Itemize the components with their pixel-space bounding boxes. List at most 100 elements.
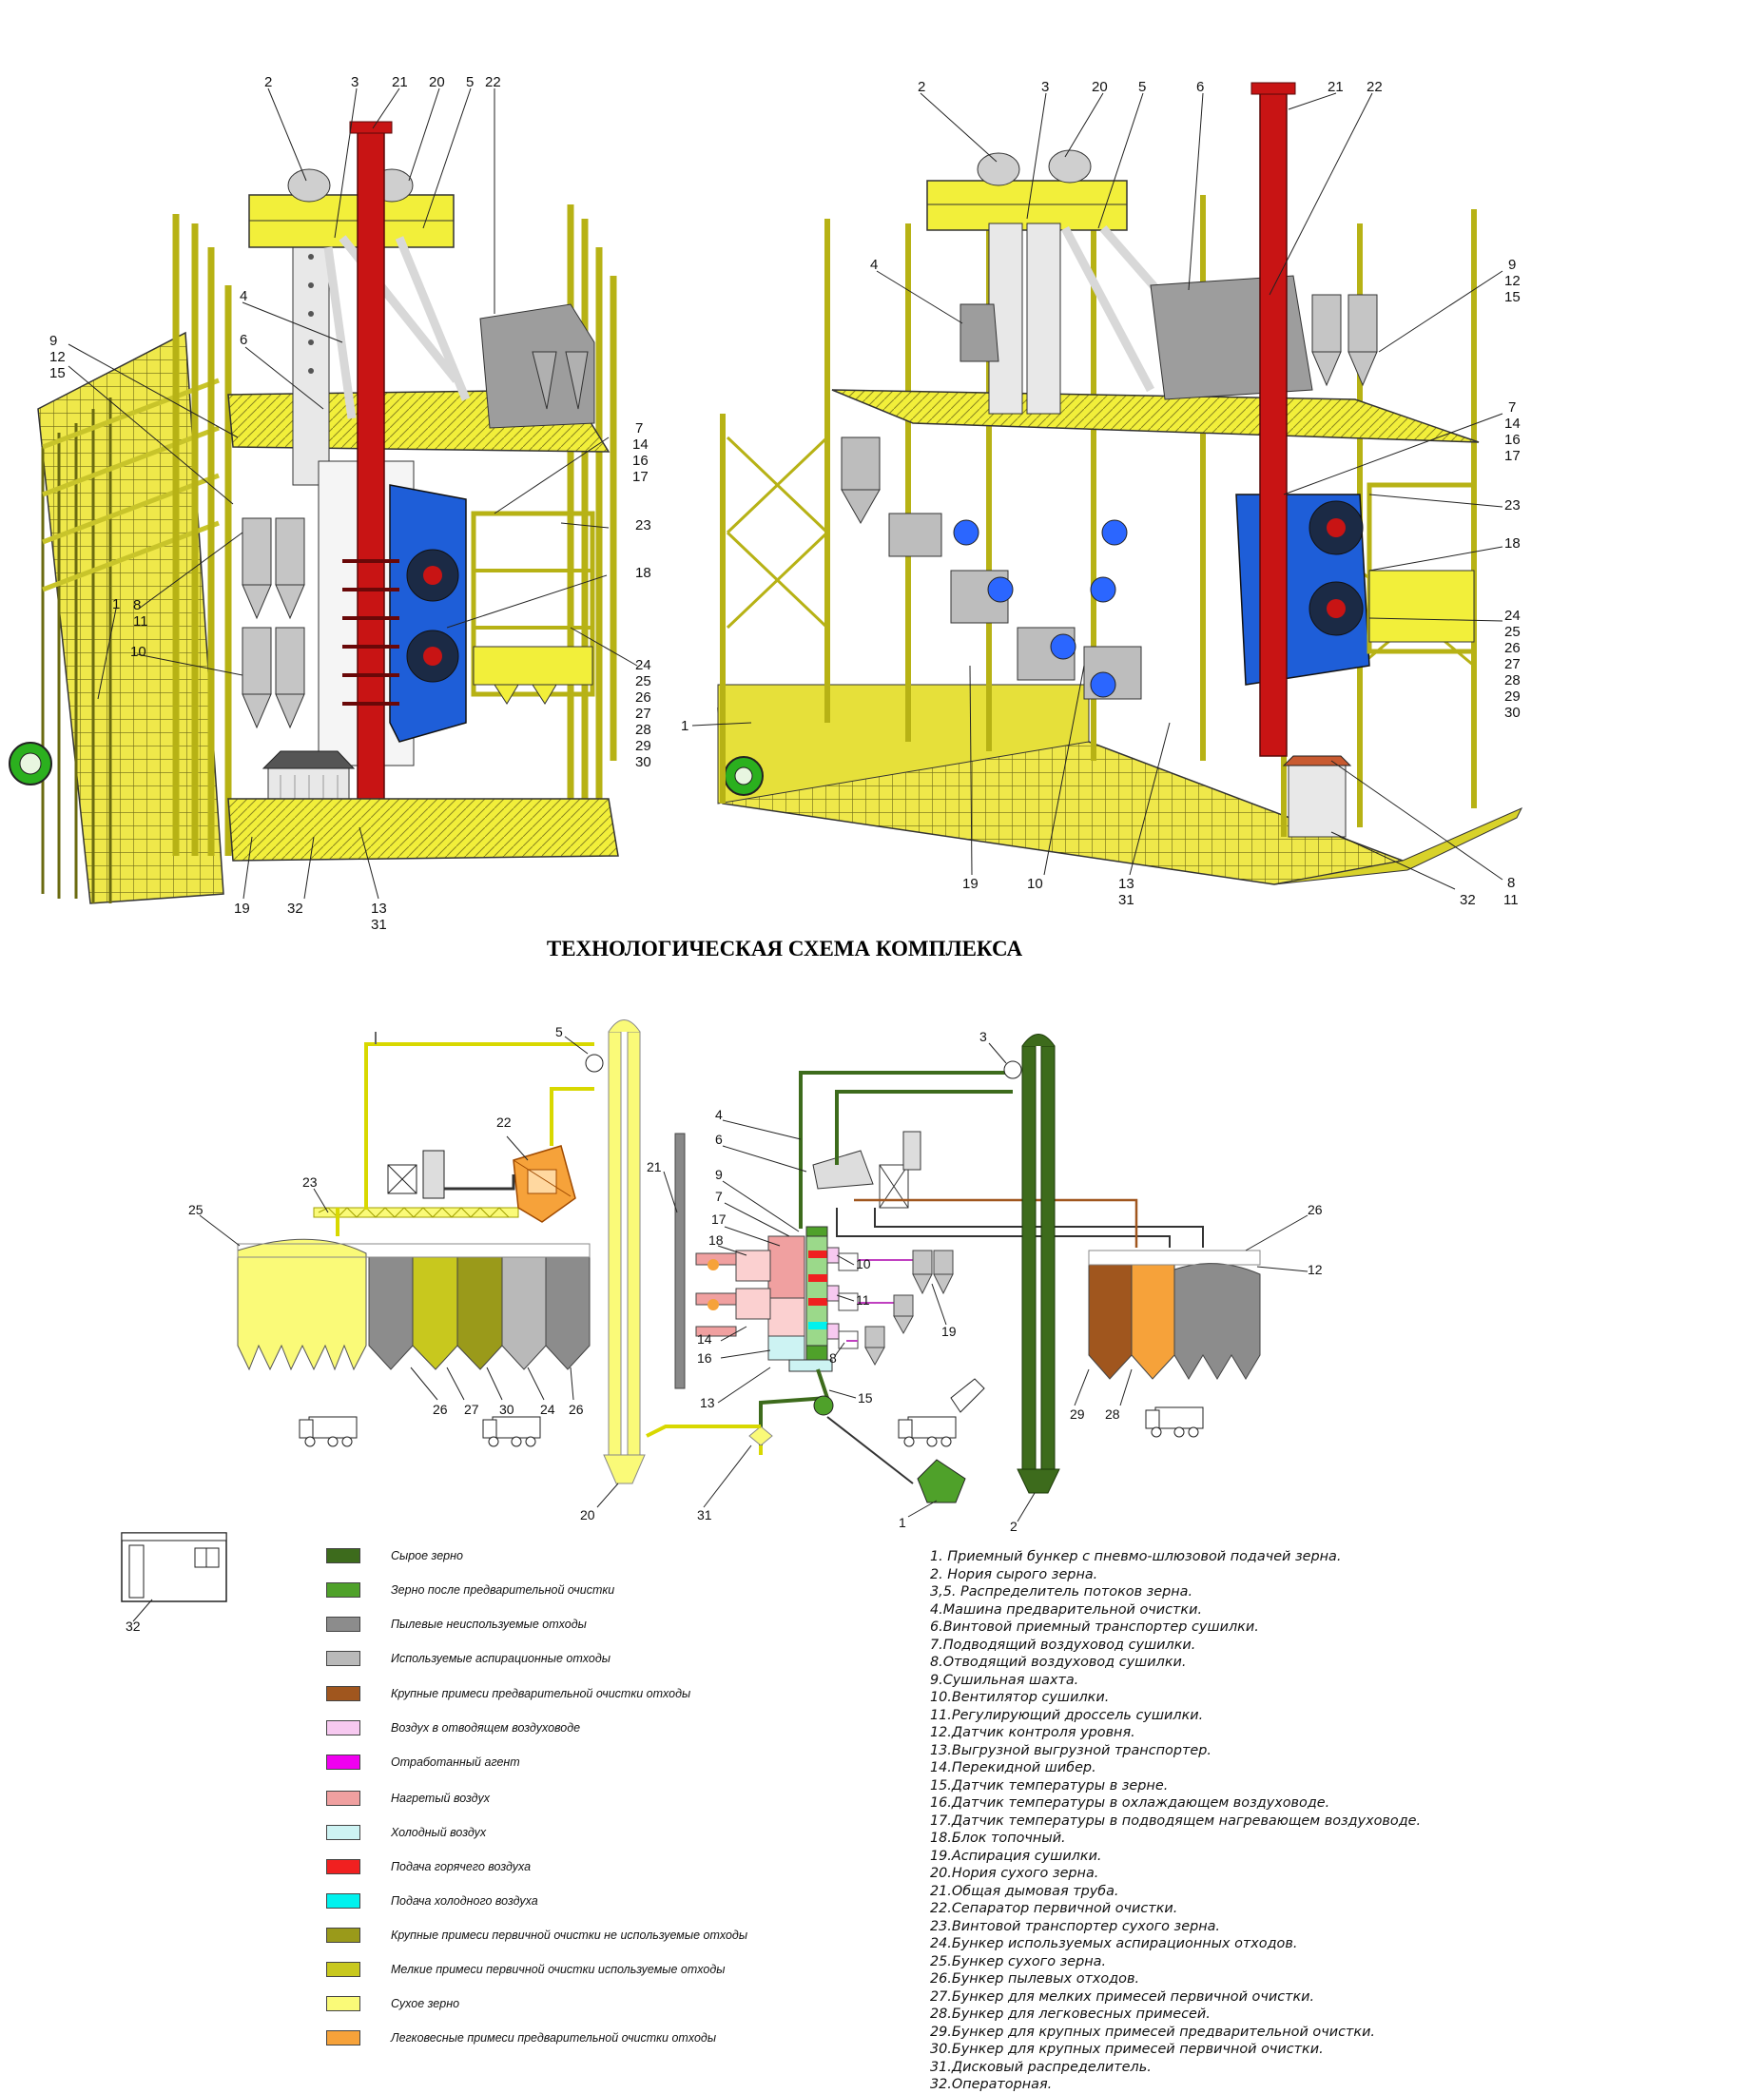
spec-item: 13.Выгрузной выгрузной транспортер.: [930, 1742, 1212, 1758]
legend-swatch: [326, 1720, 360, 1735]
rv-label-2: 2: [918, 79, 925, 95]
precleaner-4: [812, 1131, 921, 1209]
rv-label-28: 28: [1504, 672, 1521, 688]
legend-swatch: [326, 1928, 360, 1943]
rv-label-4: 4: [870, 257, 878, 273]
rv-label-14: 14: [1504, 416, 1521, 432]
legend-swatch: [326, 1582, 360, 1598]
bunker-24: [501, 1256, 547, 1370]
lv-label-14: 14: [632, 436, 649, 453]
sc-label-7: 7: [715, 1189, 723, 1204]
sc-label-32: 32: [126, 1619, 141, 1634]
distributor-3: [1003, 1060, 1022, 1079]
legend-item: Используемые аспирационные отходы: [326, 1646, 611, 1671]
lv-label-30: 30: [635, 754, 651, 770]
dryer-block: [695, 1226, 833, 1372]
sc-label-29: 29: [1070, 1406, 1085, 1422]
scheme: 5 3 4 6 9 7 17 18 10 11 19 14 16 8 13 15…: [121, 1019, 1323, 1634]
right-top-platform: [926, 180, 1128, 231]
lv-label-9: 9: [49, 333, 57, 349]
legend-label: Используемые аспирационные отходы: [391, 1652, 611, 1665]
lv-label-26: 26: [635, 689, 651, 706]
truck-4: [1145, 1406, 1204, 1438]
legend-item: Крупные примеси предварительной очистки …: [326, 1681, 690, 1706]
legend-swatch: [326, 1755, 360, 1770]
lv-label-19: 19: [234, 901, 250, 917]
sc-label-14: 14: [697, 1331, 712, 1347]
rv-label-23: 23: [1504, 497, 1521, 514]
legend-swatch: [326, 1791, 360, 1806]
separator-22: [513, 1145, 576, 1223]
right-top-deck: [831, 389, 1480, 443]
rv-label-32: 32: [1460, 892, 1476, 908]
spec-item: 8.Отводящий воздуховод сушилки.: [930, 1655, 1187, 1670]
lv-label-32: 32: [287, 901, 303, 917]
rv-label-12: 12: [1504, 273, 1521, 289]
sc-label-9: 9: [715, 1167, 723, 1182]
legend-label: Воздух в отводящем воздуховоде: [391, 1721, 581, 1735]
lv-label-25: 25: [635, 673, 651, 689]
rv-label-5: 5: [1138, 79, 1146, 95]
spec-list: 1. Приемный бункер с пневмо-шлюзовой под…: [930, 1548, 1421, 2094]
rv-label-3: 3: [1041, 79, 1049, 95]
spec-item: 29.Бункер для крупных примесей предварит…: [930, 2024, 1375, 2040]
spec-item: 6.Винтовой приемный транспортер сушилки.: [930, 1619, 1259, 1635]
sc-label-10: 10: [856, 1256, 871, 1271]
legend-swatch: [326, 1859, 360, 1874]
legend-swatch: [326, 1893, 360, 1909]
right-separator: [1150, 275, 1313, 400]
rv-label-20: 20: [1092, 79, 1108, 95]
sc-label-24: 24: [540, 1402, 555, 1417]
spec-item: 21.Общая дымовая труба.: [930, 1883, 1119, 1899]
rv-label-1: 1: [681, 718, 688, 734]
rv-label-22: 22: [1367, 79, 1383, 95]
sc-label-28: 28: [1105, 1406, 1120, 1422]
spec-item: 19.Аспирация сушилки.: [930, 1848, 1102, 1864]
bunker-30: [456, 1256, 503, 1370]
rv-label-24: 24: [1504, 608, 1521, 624]
rv-label-9: 9: [1508, 257, 1516, 273]
spec-item: 24.Бункер используемых аспирационных отх…: [930, 1936, 1298, 1951]
operator-cabin-32: [121, 1532, 227, 1602]
sc-label-2: 2: [1010, 1519, 1018, 1534]
spec-item: 31.Дисковый распределитель.: [930, 2059, 1152, 2075]
lv-label-24: 24: [635, 657, 651, 673]
legend-item: Холодный воздух: [326, 1820, 486, 1845]
rv-label-7: 7: [1508, 399, 1516, 416]
sc-label-25: 25: [188, 1202, 204, 1217]
rv-label-19: 19: [962, 876, 979, 892]
legend-item: Подача горячего воздуха: [326, 1854, 531, 1879]
truck-2: [482, 1416, 541, 1447]
rv-label-31: 31: [1118, 892, 1134, 908]
bunker-25: [237, 1238, 367, 1371]
legend-item: Нагретый воздух: [326, 1786, 490, 1811]
sc-label-17: 17: [711, 1212, 727, 1227]
lv-label-23: 23: [635, 517, 651, 533]
left-blue-dryer: [389, 484, 467, 743]
legend-item: Подача холодного воздуха: [326, 1889, 538, 1913]
sc-label-20: 20: [580, 1507, 595, 1522]
legend-swatch: [326, 1651, 360, 1666]
rv-label-16: 16: [1504, 432, 1521, 448]
sc-label-22: 22: [496, 1115, 512, 1130]
legend-label: Отработанный агент: [391, 1755, 520, 1769]
legend-label: Сухое зерно: [391, 1997, 460, 2010]
bunker-29: [1088, 1264, 1133, 1380]
sc-label-26a: 26: [433, 1402, 448, 1417]
sc-label-31: 31: [697, 1507, 712, 1522]
elevator-20: [603, 1019, 646, 1484]
sc-label-18: 18: [708, 1232, 724, 1248]
distributor-5: [585, 1054, 604, 1073]
sc-label-21: 21: [647, 1159, 662, 1174]
lv-label-21: 21: [392, 74, 408, 90]
sc-label-19: 19: [941, 1324, 957, 1339]
bunker-28: [1131, 1264, 1175, 1380]
legend-label: Зерно после предварительной очистки: [391, 1583, 615, 1597]
legend-label: Легковесные примеси предварительной очис…: [391, 2031, 717, 2045]
spec-item: 16.Датчик температуры в охлаждающем возд…: [930, 1795, 1330, 1811]
sc-label-6: 6: [715, 1132, 723, 1147]
lv-label-17: 17: [632, 469, 649, 485]
legend-item: Отработанный агент: [326, 1750, 520, 1774]
lv-label-3: 3: [351, 74, 359, 90]
